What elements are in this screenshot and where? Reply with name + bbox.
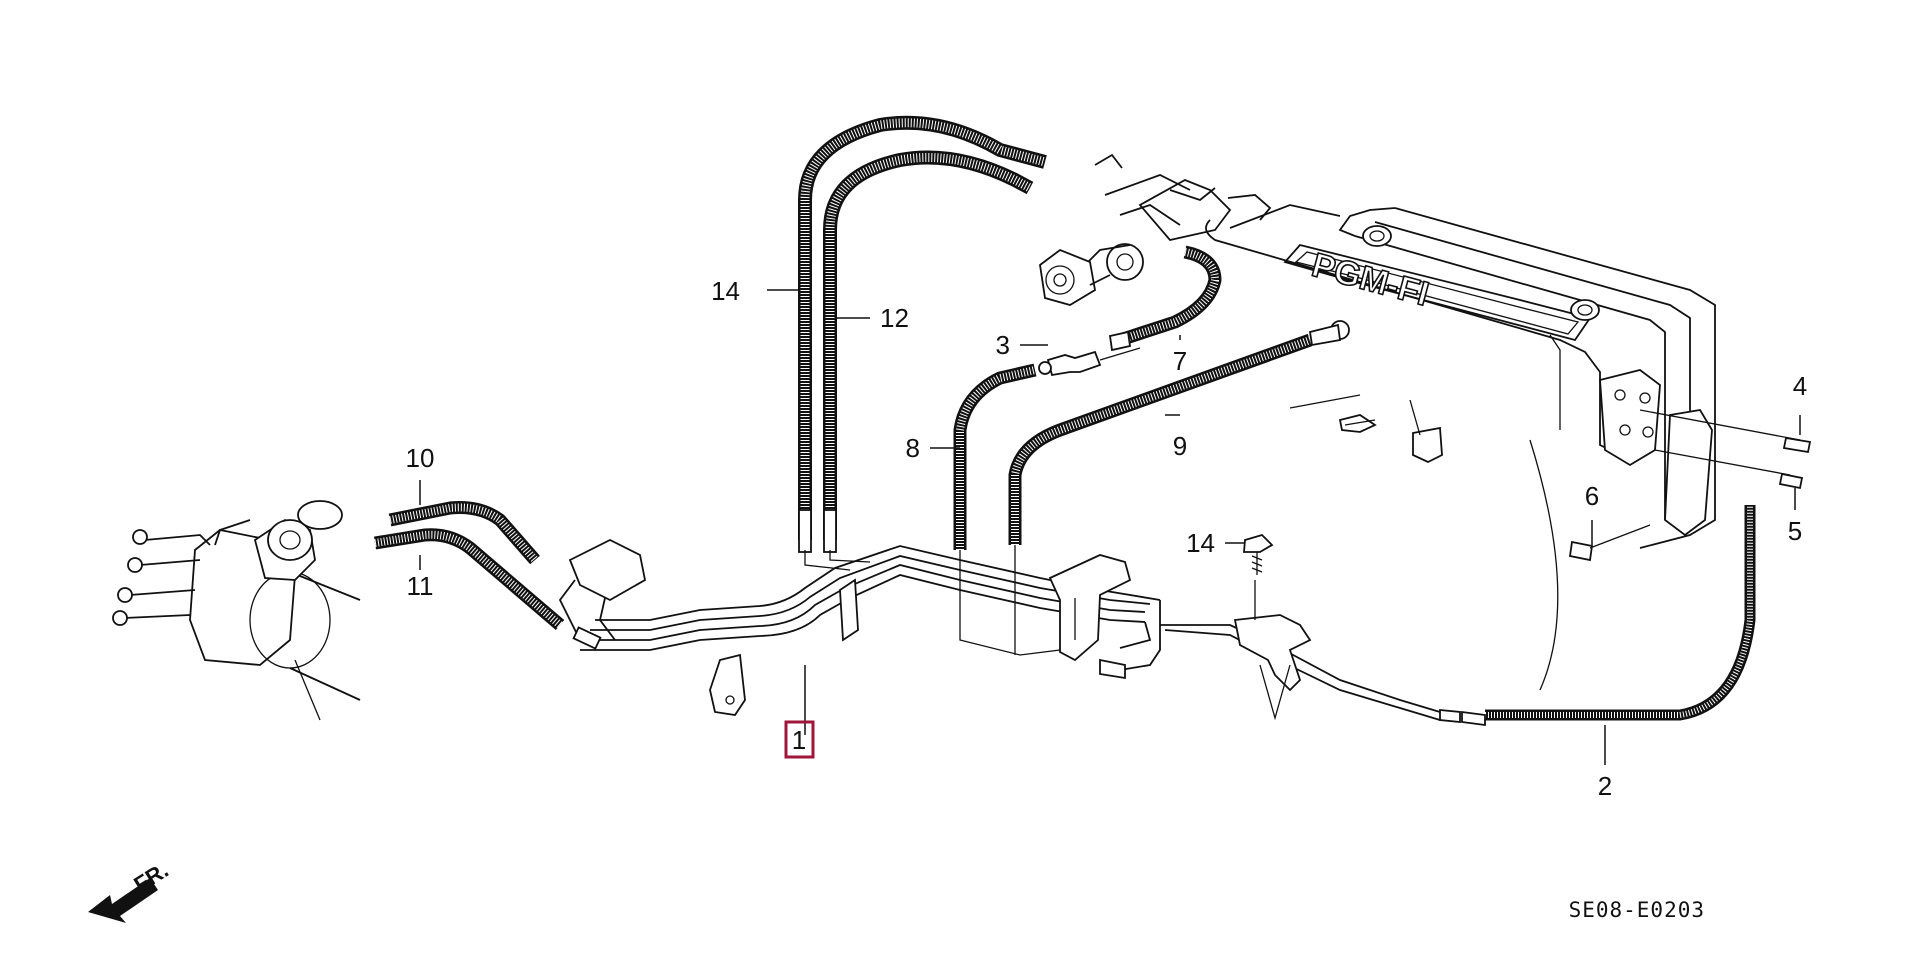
hose-9 (1008, 320, 1350, 545)
engine-label: PGM-FI (1308, 246, 1433, 314)
callout-12[interactable]: 12 (880, 303, 909, 333)
callout-13[interactable]: 14 (711, 276, 740, 306)
hose-2 (1485, 505, 1756, 721)
part-3-connector (1038, 347, 1141, 377)
part-14-bolt (1243, 533, 1274, 575)
callouts: 14 12 3 7 8 9 10 11 14 4 5 6 2 1 (406, 276, 1808, 801)
callout-1-highlight-box[interactable] (784, 720, 815, 759)
callout-4[interactable]: 4 (1793, 371, 1807, 401)
front-direction-indicator: FR. (88, 857, 173, 923)
hose-12 (823, 150, 1034, 540)
callout-1[interactable]: 1 (792, 725, 806, 755)
tube-assembly (558, 538, 1486, 727)
callout-7[interactable]: 7 (1173, 346, 1187, 376)
hose-ends (798, 509, 837, 553)
callout-6[interactable]: 6 (1585, 481, 1599, 511)
callout-3[interactable]: 3 (996, 330, 1010, 360)
hose-7 (1117, 245, 1222, 347)
callout-14[interactable]: 14 (1186, 528, 1215, 558)
reference-code: SE08-E0203 (1569, 898, 1705, 922)
hose-11 (373, 528, 565, 630)
left-throttle-body (112, 500, 361, 721)
intake-manifold: PGM-FI (1039, 153, 1812, 691)
callout-8[interactable]: 8 (906, 433, 920, 463)
callout-2[interactable]: 2 (1598, 771, 1612, 801)
hose-13 (798, 115, 1047, 540)
hose-10 (388, 501, 540, 565)
callout-5[interactable]: 5 (1788, 516, 1802, 546)
hose-7-fitting (1108, 330, 1132, 352)
leader-lines (419, 289, 1801, 765)
callout-11[interactable]: 11 (407, 571, 434, 601)
front-arrow-icon (88, 878, 158, 923)
hose-8 (953, 363, 1037, 550)
callout-9[interactable]: 9 (1173, 431, 1187, 461)
callout-10[interactable]: 10 (406, 443, 435, 473)
